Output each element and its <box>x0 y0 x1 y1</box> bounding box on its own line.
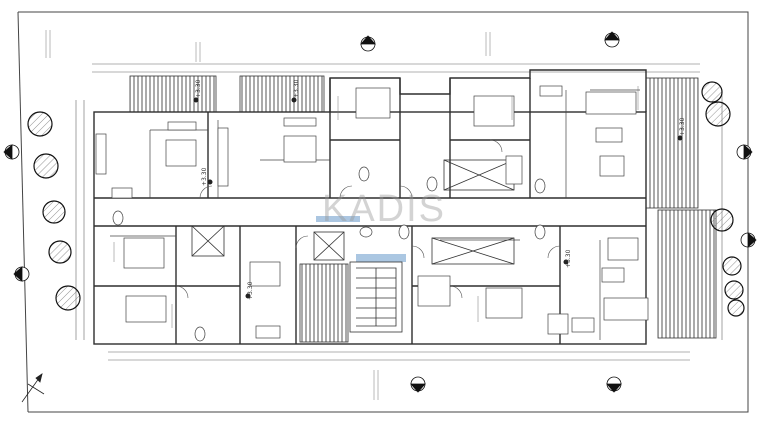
balconies <box>129 75 717 343</box>
section-marker-icons <box>3 31 757 393</box>
door-swings <box>175 139 561 299</box>
level-mark: +3.30 <box>247 281 254 300</box>
level-mark: +3.30 <box>195 79 202 98</box>
north-arrow-icon <box>21 373 45 403</box>
level-mark: +3.30 <box>679 117 686 136</box>
annotation-marks <box>45 30 639 400</box>
stair-core <box>349 261 403 333</box>
level-marks: +3.30 +3.30 +3.30 +3.30 +3.30 +3.30 <box>195 79 686 300</box>
level-marker-icons <box>193 97 683 299</box>
level-mark: +3.30 <box>565 249 572 268</box>
level-mark: +3.30 <box>293 79 300 98</box>
corridor-glazing <box>316 216 406 262</box>
furniture <box>95 85 649 339</box>
tree-icons <box>27 81 745 317</box>
plot-boundary <box>17 11 749 413</box>
upper-walls <box>329 69 647 112</box>
beds <box>123 87 523 323</box>
level-mark: +3.30 <box>201 167 208 186</box>
sanitary-fixtures <box>111 155 546 342</box>
building-walls <box>93 78 647 345</box>
